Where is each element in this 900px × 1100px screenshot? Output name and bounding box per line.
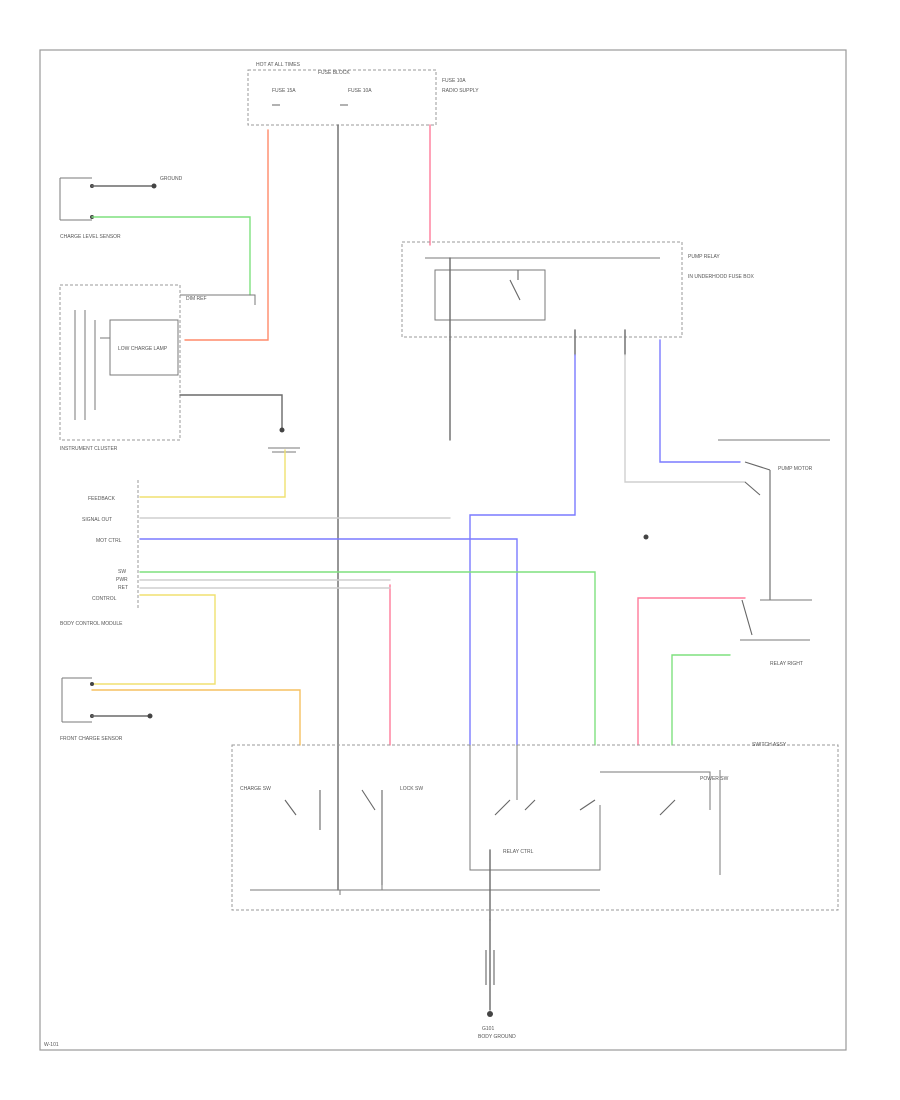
dim-ref-label: DIM REF [186, 296, 207, 302]
power-sw-label: POWER SW [700, 776, 729, 782]
bcm-row-5-label: PWR [116, 577, 128, 583]
pump-relay-label: PUMP RELAY [688, 254, 720, 260]
footer-code: W-101 [44, 1042, 59, 1048]
ground-label: G101 [482, 1026, 494, 1032]
bcm-row-7-label: CONTROL [92, 596, 117, 602]
wire-blue-motctrl [139, 538, 518, 746]
body-control-module: FEEDBACK SIGNAL OUT MOT CTRL SW PWR RET … [60, 480, 139, 627]
bcm-row-1-label: FEEDBACK [88, 496, 116, 502]
wire-blue-motor [659, 339, 741, 463]
wire-blue-relay [469, 354, 576, 746]
wire-green-sw [139, 571, 596, 746]
fuse-block-label: FUSE BLOCK [318, 70, 350, 76]
ground-desc: BODY GROUND [478, 1034, 516, 1040]
instrument-cluster: DIM REF LOW CHARGE LAMP INSTRUMENT CLUST… [59, 284, 285, 452]
bcm-row-6-label: RET [118, 585, 128, 591]
radio-supply-label: RADIO SUPPLY [442, 88, 479, 94]
ground-top-left-label: GROUND [160, 176, 183, 182]
wire-green-right [671, 654, 731, 746]
charge-sw-label: CHARGE SW [240, 786, 271, 792]
low-charge-lamp-label: LOW CHARGE LAMP [118, 346, 168, 352]
ground-symbol-top-left [151, 183, 157, 189]
lock-sw-label: LOCK SW [400, 786, 423, 792]
pump-relay-desc: IN UNDERHOOD FUSE BOX [688, 274, 755, 280]
fuse-block: HOT AT ALL TIMES FUSE BLOCK FUSE 15A FUS… [247, 62, 479, 126]
pump-motor: PUMP MOTOR RELAY RIGHT [643, 439, 830, 667]
bcm-row-4-label: SW [118, 569, 126, 575]
wire-yellow-control [91, 594, 216, 685]
front-charge-sensor: FRONT CHARGE SENSOR [60, 677, 301, 746]
wire-red-cluster [184, 129, 269, 341]
fuse-mid-label: FUSE 10A [348, 88, 372, 94]
wire-orange-sensor [91, 689, 301, 746]
instrument-cluster-label: INSTRUMENT CLUSTER [60, 446, 118, 452]
wire-green-sensor [91, 216, 251, 296]
ground-g101: G101 BODY GROUND [478, 919, 516, 1040]
wire-gray-relay [624, 354, 746, 483]
fuse-right-label: FUSE 10A [442, 78, 466, 84]
fuse-left-label: FUSE 15A [272, 88, 296, 94]
pump-relay: PUMP RELAY IN UNDERHOOD FUSE BOX [401, 241, 755, 356]
wire-pink-right [637, 597, 746, 746]
charge-level-sensor-label: CHARGE LEVEL SENSOR [60, 234, 121, 240]
diagram-frame [39, 49, 847, 1051]
pump-motor-label: PUMP MOTOR [778, 466, 813, 472]
hot-at-all-times-label: HOT AT ALL TIMES [256, 62, 301, 68]
body-control-module-label: BODY CONTROL MODULE [60, 621, 123, 627]
wire-yellow-feedback [139, 449, 286, 498]
bcm-row-3-label: MOT CTRL [96, 538, 122, 544]
relay-ctrl-label: RELAY CTRL [503, 849, 534, 855]
bcm-row-2-label: SIGNAL OUT [82, 517, 112, 523]
switch-assembly-label: SWITCH ASSY [752, 742, 787, 748]
switch-assembly: SWITCH ASSY CHARGE SW LOCK SW RELAY CTRL… [231, 742, 839, 921]
charge-level-sensor: GROUND CHARGE LEVEL SENSOR [59, 176, 251, 296]
front-charge-sensor-label: FRONT CHARGE SENSOR [60, 736, 123, 742]
right-desc-label: RELAY RIGHT [770, 661, 803, 667]
